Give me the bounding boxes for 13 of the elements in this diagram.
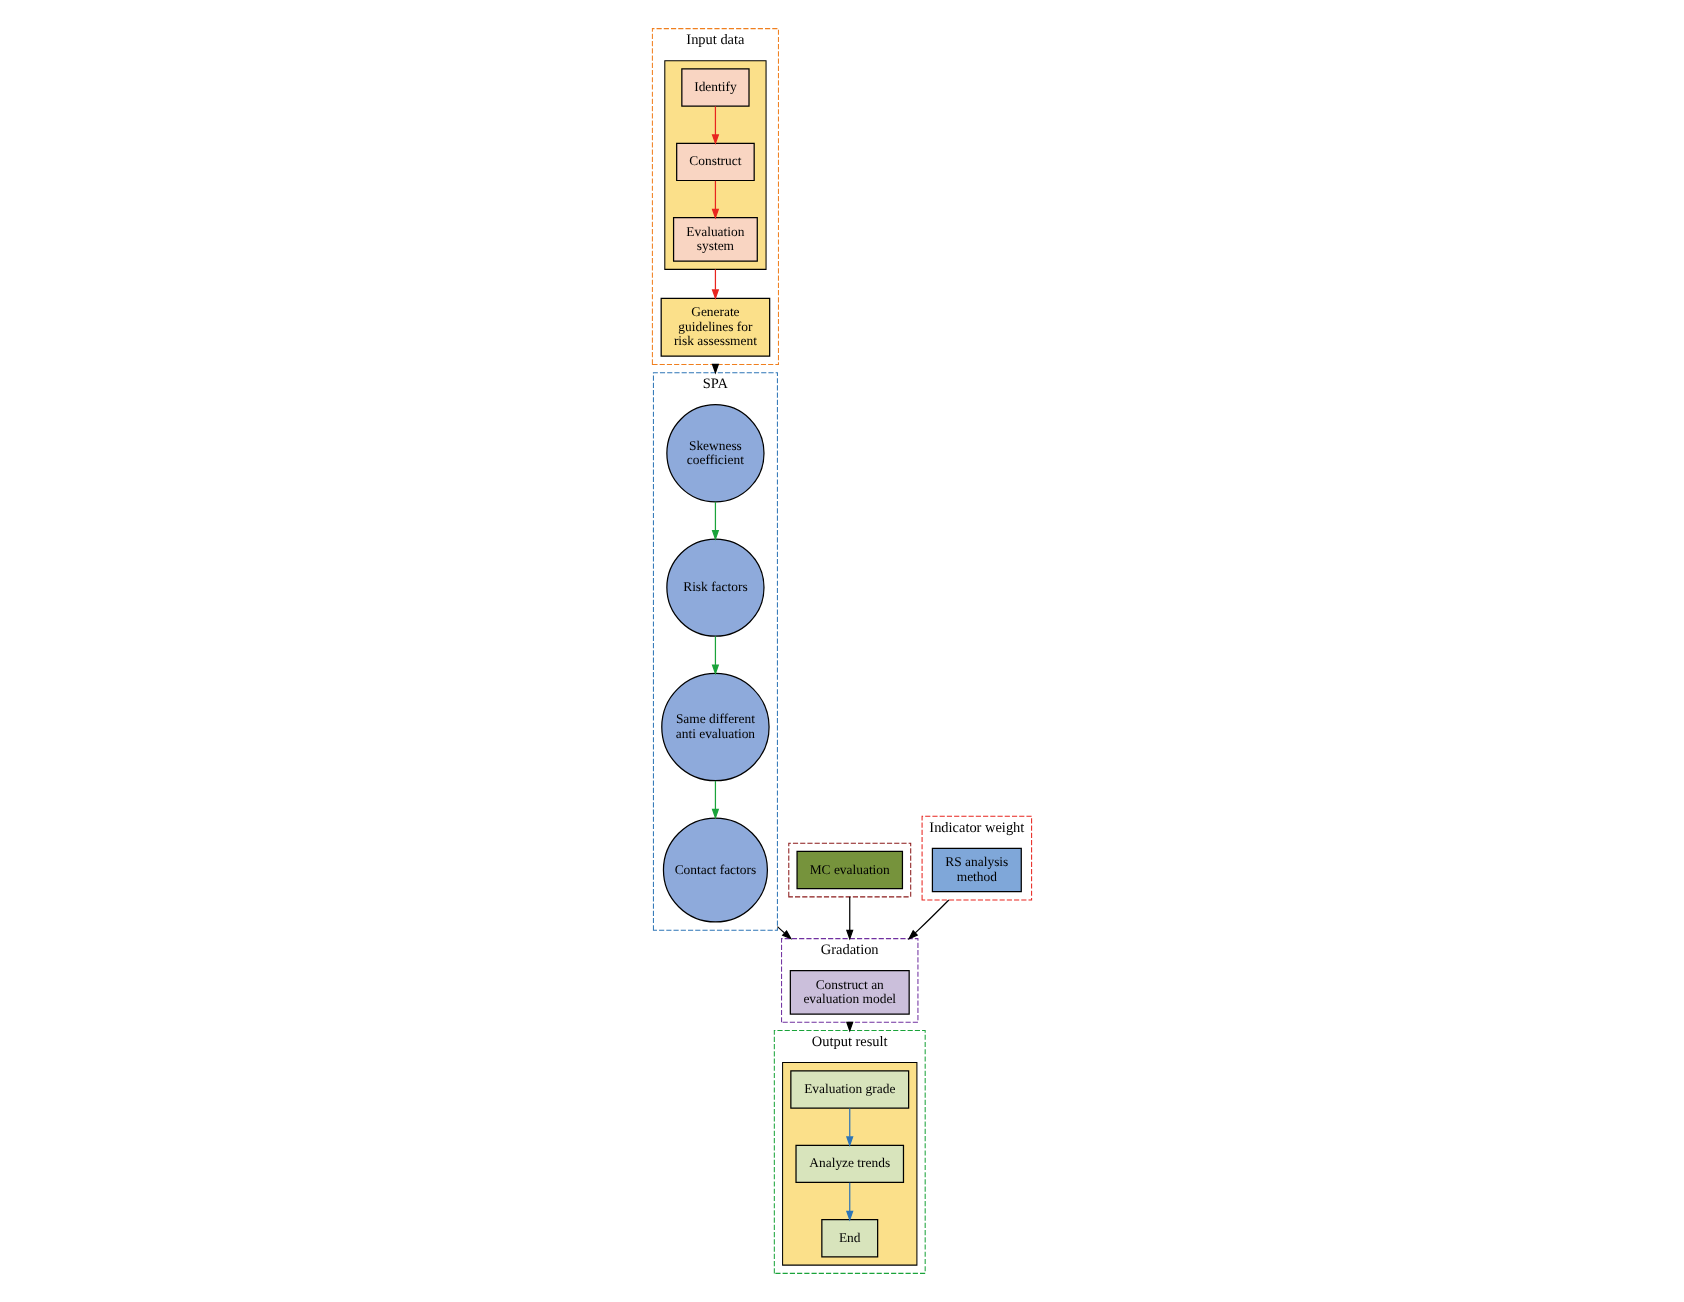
cluster xyxy=(664,60,767,270)
arrow xyxy=(711,268,720,301)
arrow xyxy=(846,1182,854,1222)
arrow xyxy=(907,899,950,940)
arrow xyxy=(711,180,720,220)
arrow xyxy=(846,1107,854,1148)
cluster xyxy=(788,842,912,898)
arrow xyxy=(711,105,720,146)
arrow xyxy=(711,780,720,820)
arrow xyxy=(711,501,720,541)
arrow xyxy=(711,635,720,676)
arrow xyxy=(846,896,854,941)
cluster xyxy=(782,1062,918,1266)
